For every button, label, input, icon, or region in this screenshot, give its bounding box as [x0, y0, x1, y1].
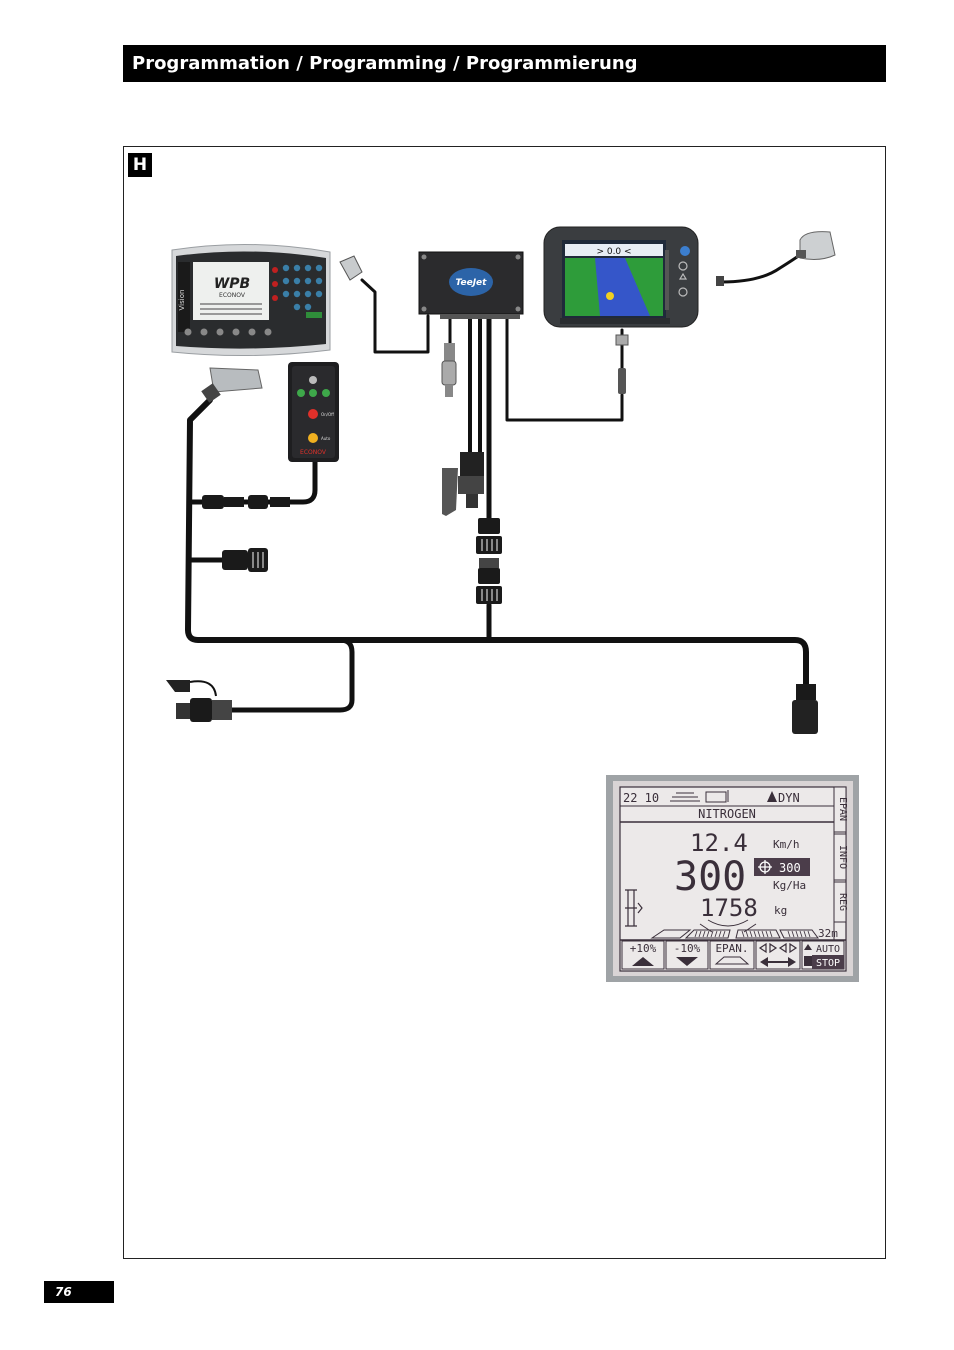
lcd-status-mode: DYN — [778, 791, 800, 805]
remote-label-auto: Auto — [321, 436, 331, 441]
lcd-rate-value: 300 — [674, 854, 746, 900]
branch-connector — [222, 548, 268, 572]
lcd-button-auto-stop[interactable]: AUTO STOP — [801, 940, 845, 970]
crosshair-icon — [758, 860, 772, 874]
svg-text:REG: REG — [837, 893, 848, 911]
svg-text:INFO: INFO — [837, 845, 848, 869]
svg-text:+10%: +10% — [630, 942, 657, 955]
remote-switch-box: On/Off Auto ECONOV — [288, 362, 339, 462]
section-label: H — [128, 153, 152, 177]
remote-label-onoff: On/Off — [321, 412, 334, 417]
lcd-button-width[interactable] — [755, 940, 801, 970]
lcd-product-name: NITROGEN — [698, 807, 756, 821]
boom-width-icon — [758, 942, 798, 954]
gps-center-readout: > 0.0 < — [596, 247, 631, 257]
operator-icon — [804, 944, 812, 966]
arrow-down-icon — [676, 957, 698, 966]
lcd-button-epan[interactable]: EPAN. — [709, 940, 755, 970]
ecu-logo: TeeJet — [456, 278, 488, 288]
inline-connector-pair — [476, 518, 502, 604]
console-plug — [201, 367, 263, 403]
remote-connector — [202, 495, 290, 509]
lcd-side-tab-info[interactable]: INFO — [833, 833, 848, 881]
lcd-target-rate: 300 — [779, 861, 801, 875]
svg-text:EPAN.: EPAN. — [715, 942, 748, 955]
lcd-button-plus10[interactable]: +10% — [621, 940, 665, 970]
rate-controller-lcd: 22 10 DYN NITROGEN EPAN INFO REG 12.4 Km… — [606, 775, 859, 982]
power-plug — [442, 452, 484, 516]
lcd-status-left: 22 10 — [623, 791, 659, 805]
figure-frame — [123, 146, 886, 1259]
gps-guidance-display: > 0.0 < — [543, 226, 699, 328]
page-header: Programmation / Programming / Programmie… — [123, 45, 886, 82]
arrow-left-right-icon — [760, 957, 796, 967]
gps-connector — [615, 334, 629, 394]
serial-connector — [339, 255, 363, 281]
gps-antenna — [716, 231, 836, 286]
remote-brand: ECONOV — [300, 449, 327, 456]
lcd-stop-label: STOP — [816, 958, 840, 969]
sensor-plug — [441, 343, 457, 397]
boom-sections — [650, 919, 819, 939]
tractor-icon — [767, 791, 777, 802]
lcd-working-width: 32m — [818, 927, 838, 940]
spreader-icon — [714, 956, 750, 965]
implement-connector — [792, 684, 818, 734]
lcd-rate-unit: Kg/Ha — [773, 879, 806, 892]
lcd-speed-unit: Km/h — [773, 838, 800, 851]
hopper-level-icon — [625, 889, 643, 927]
lcd-weight-unit: kg — [774, 904, 787, 917]
console-screen-title: WPB — [214, 276, 250, 292]
lcd-side-tab-epan[interactable]: EPAN — [833, 786, 848, 833]
console-screen-subtitle: ECONOV — [219, 292, 246, 299]
lcd-speed-value: 12.4 — [690, 829, 748, 857]
arrow-up-icon — [632, 957, 654, 966]
page-number: 76 — [44, 1281, 114, 1303]
lcd-weight-value: 1758 — [700, 894, 758, 922]
lcd-button-minus10[interactable]: -10% — [665, 940, 709, 970]
lcd-auto-label: AUTO — [816, 944, 840, 955]
ecu-box: TeeJet — [418, 251, 524, 319]
cables — [185, 250, 809, 713]
svg-text:EPAN: EPAN — [837, 797, 848, 821]
tractor-power-plug — [166, 680, 232, 722]
lcd-side-tab-reg[interactable]: REG — [833, 881, 848, 923]
control-console: Vision WPB ECONOV — [171, 243, 331, 357]
console-brand: Vision — [178, 290, 186, 311]
svg-text:-10%: -10% — [674, 942, 701, 955]
